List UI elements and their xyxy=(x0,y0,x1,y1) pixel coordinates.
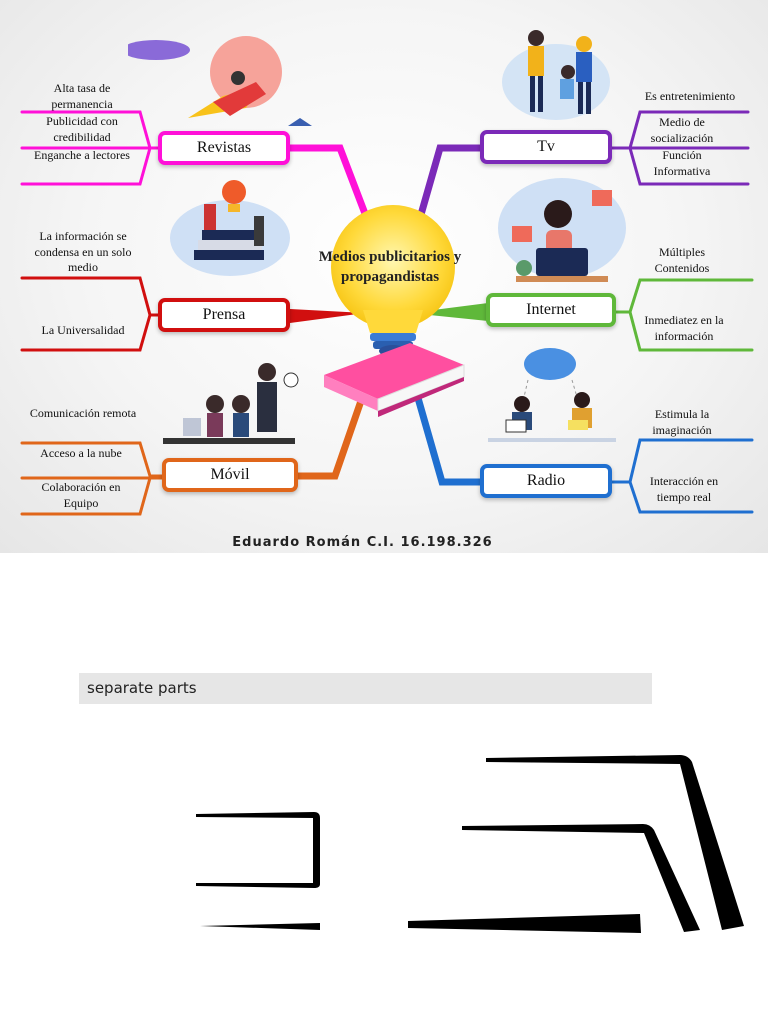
node-tv: Tv xyxy=(480,130,612,164)
leaf-tv-3: Función Informativa xyxy=(653,148,711,178)
tapered-bar-long xyxy=(408,914,641,933)
leaf-internet-1: Múltiples Contenidos xyxy=(654,245,710,275)
radio-trunk xyxy=(414,394,486,486)
tv-trunk xyxy=(412,144,486,236)
leaf-radio-1: Estimula la imaginación xyxy=(652,407,712,437)
cloud-people-illustration xyxy=(488,348,616,442)
movil-connector-3 xyxy=(20,476,152,516)
separate-parts-label: separate parts xyxy=(79,673,652,704)
node-movil: Móvil xyxy=(162,458,298,492)
radio-connector-1 xyxy=(610,438,754,484)
internet-connector-2 xyxy=(628,310,754,352)
team-illustration xyxy=(502,30,610,120)
prensa-trunk xyxy=(290,309,365,323)
leaf-movil-2: Acceso a la nube xyxy=(40,446,122,460)
node-revistas: Revistas xyxy=(158,131,290,165)
leaf-movil-1: Comunicación remota xyxy=(29,406,137,420)
leaf-internet-2: Inmediatez en la información xyxy=(644,313,724,343)
internet-connector-1 xyxy=(614,278,754,314)
books-illustration xyxy=(170,180,290,276)
node-radio: Radio xyxy=(480,464,612,498)
lightbulb-book-illustration xyxy=(324,205,465,417)
node-internet: Internet xyxy=(486,293,616,327)
angled-stroke-outer xyxy=(486,755,744,930)
branch-connectors xyxy=(20,110,754,516)
movil-trunk xyxy=(294,394,366,480)
leaf-movil-3: Colaboración en Equipo xyxy=(41,480,121,510)
rocket-illustration xyxy=(128,36,312,126)
movil-connector-1 xyxy=(20,441,164,478)
mind-map: Medios publicitarios y propagandistas Re… xyxy=(0,0,768,553)
tapered-bar-small xyxy=(200,923,320,930)
internet-trunk xyxy=(410,303,488,321)
center-title: Medios publicitarios y propagandistas xyxy=(318,249,462,285)
separate-parts-shapes xyxy=(196,755,744,933)
leaf-tv-2: Medio de socialización xyxy=(650,115,714,145)
node-prensa: Prensa xyxy=(158,298,290,332)
leaf-revistas-1: Alta tasa de permanencia xyxy=(51,81,113,111)
revistas-trunk xyxy=(286,144,376,236)
leaf-revistas-2: Publicidad con credibilidad xyxy=(46,114,118,144)
radio-connector-2 xyxy=(628,480,754,514)
tv-connector-3 xyxy=(628,146,750,186)
leaf-radio-2: Interacción en tiempo real xyxy=(649,474,719,504)
prensa-connector-2 xyxy=(20,313,152,352)
author-credit: Eduardo Román C.I. 16.198.326 xyxy=(232,535,493,550)
woman-laptop-illustration xyxy=(498,178,626,282)
leaf-revistas-3: Enganche a lectores xyxy=(34,148,130,162)
leaf-prensa-1: La información se condensa en un solo me… xyxy=(34,229,132,274)
bracket-shape xyxy=(196,812,320,888)
leaf-tv-1: Es entretenimiento xyxy=(644,89,736,103)
prensa-connector-1 xyxy=(20,276,164,317)
revistas-connector-3 xyxy=(20,146,152,186)
office-illustration xyxy=(163,363,299,444)
leaf-prensa-2: La Universalidad xyxy=(41,323,125,337)
